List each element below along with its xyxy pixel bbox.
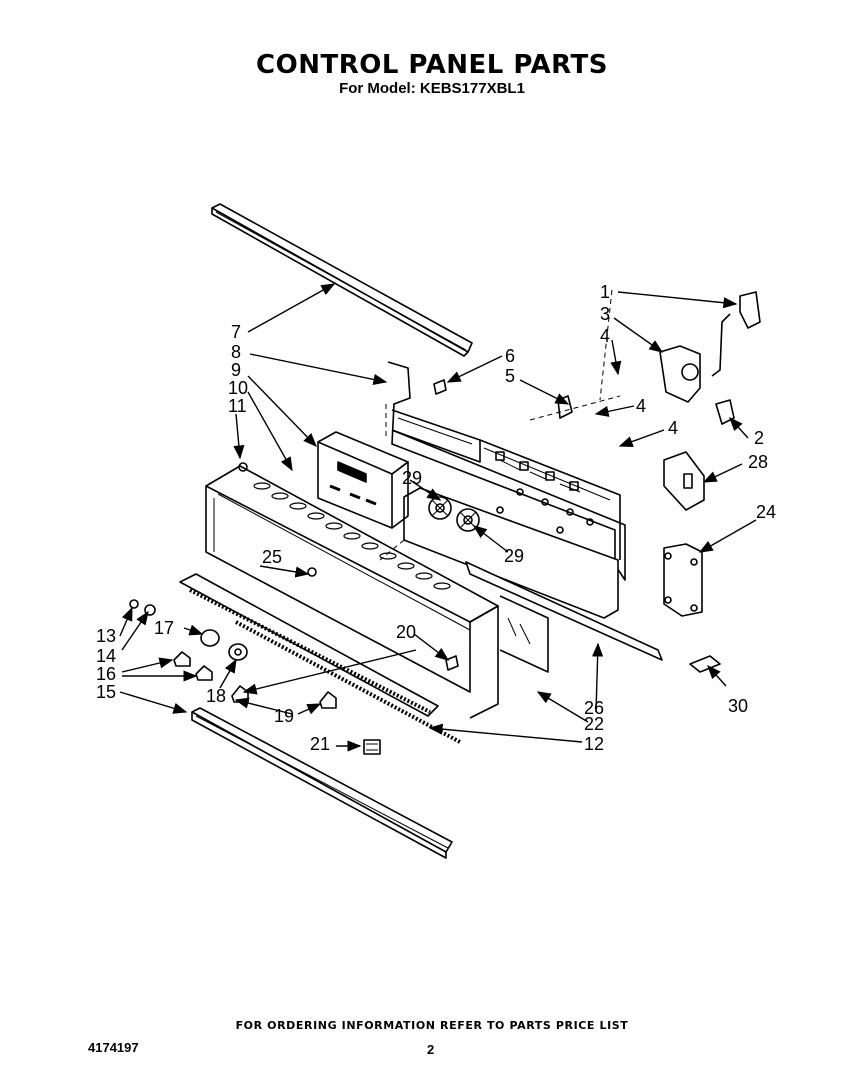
callout-7: 7 xyxy=(231,322,241,342)
callout-26: 26 xyxy=(584,698,604,718)
bracket-part-24 xyxy=(663,543,703,617)
callout-25: 25 xyxy=(262,547,282,567)
page-title: CONTROL PANEL PARTS xyxy=(256,50,608,80)
callout-4b: 4 xyxy=(636,396,646,416)
alignment-lines xyxy=(379,289,621,561)
ordering-note: FOR ORDERING INFORMATION REFER TO PARTS … xyxy=(235,1019,629,1032)
relay-part-3 xyxy=(659,345,701,403)
callout-18: 18 xyxy=(206,686,226,706)
callout-11: 11 xyxy=(228,396,247,416)
callout-12: 12 xyxy=(584,734,604,754)
callout-17: 17 xyxy=(154,618,174,638)
callout-9: 9 xyxy=(231,360,241,380)
display-module xyxy=(317,431,409,529)
callout-labels: 1 2 3 4 4 4 5 6 7 8 9 10 11 12 13 14 15 … xyxy=(96,282,776,754)
callout-28: 28 xyxy=(748,452,768,472)
lower-trim-rail xyxy=(465,561,663,661)
top-trim-strip xyxy=(211,203,473,357)
callout-21: 21 xyxy=(310,734,330,754)
callout-13: 13 xyxy=(96,626,116,646)
callout-4c: 4 xyxy=(668,418,678,438)
callout-29a: 29 xyxy=(402,468,422,488)
callout-20: 20 xyxy=(396,622,416,642)
callout-14: 14 xyxy=(96,646,116,666)
callout-6: 6 xyxy=(505,346,515,366)
callout-15: 15 xyxy=(96,682,116,702)
callout-3: 3 xyxy=(600,304,610,324)
control-panel-frame xyxy=(205,462,499,719)
callout-16: 16 xyxy=(96,664,116,684)
model-subtitle: For Model: KEBS177XBL1 xyxy=(339,80,525,97)
screws-13-14 xyxy=(129,599,156,616)
frame-slots xyxy=(253,482,451,590)
clip-21 xyxy=(363,739,381,755)
clip-part-30 xyxy=(689,655,721,673)
callout-22: 22 xyxy=(584,714,604,734)
callout-30: 30 xyxy=(728,696,748,716)
button-caps-19 xyxy=(231,685,337,709)
panel-glass xyxy=(499,595,549,673)
callout-1: 1 xyxy=(600,282,610,302)
relay-part-28 xyxy=(663,451,705,511)
leader-lines xyxy=(119,283,757,752)
knob-disc-17 xyxy=(200,629,220,647)
standoff-25 xyxy=(307,567,317,577)
callout-4a: 4 xyxy=(600,326,610,346)
vent-grille xyxy=(179,573,461,744)
callout-29b: 29 xyxy=(504,546,524,566)
transformer-part-1 xyxy=(711,291,761,377)
callout-5: 5 xyxy=(505,366,515,386)
callout-8: 8 xyxy=(231,342,241,362)
mounting-bracket xyxy=(387,361,626,581)
encoder-knob-left xyxy=(428,496,452,520)
callout-2: 2 xyxy=(754,428,764,448)
callout-10: 10 xyxy=(228,378,248,398)
standoff-20 xyxy=(445,655,459,671)
callout-24: 24 xyxy=(756,502,776,522)
button-caps-16 xyxy=(173,651,213,681)
document-number: 4174197 xyxy=(88,1040,139,1055)
screw-part-6 xyxy=(433,379,447,395)
bottom-trim-strip xyxy=(191,707,453,859)
knob-disc-18 xyxy=(228,643,248,661)
page-number: 2 xyxy=(427,1042,435,1057)
callout-19: 19 xyxy=(274,706,294,726)
